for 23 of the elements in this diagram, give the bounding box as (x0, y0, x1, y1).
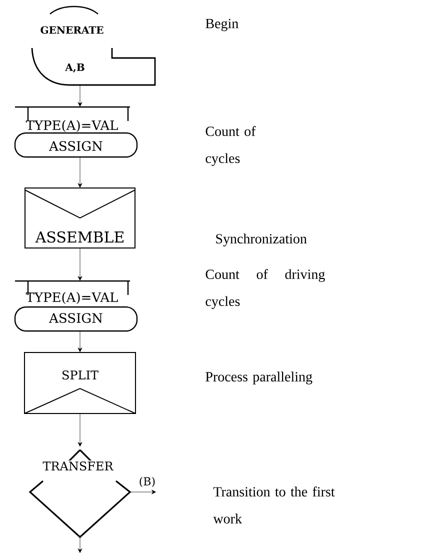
edge-label: (B) (138, 476, 157, 488)
generate-block: GENERATE A,B (31, 6, 156, 86)
arrow (130, 490, 156, 494)
arrow (78, 331, 82, 352)
transfer-block: TRANSFER (28, 449, 132, 538)
arrow (78, 85, 82, 107)
description-text: Count of cycles (206, 126, 256, 166)
description-text: Process paralleling (206, 372, 312, 384)
split-block: SPLIT (24, 352, 136, 414)
node-label: TYPE(A)=VAL (26, 120, 118, 132)
node-label: TYPE(A)=VAL (26, 292, 118, 304)
assign-block: TYPE(A)=VAL ASSIGN (14, 280, 138, 332)
description-text: Begin (206, 18, 238, 32)
arrow (78, 248, 82, 281)
description-text: Synchronization (216, 234, 307, 246)
description-text: Transition to the first work (213, 486, 335, 524)
arrow (78, 414, 82, 447)
arrow (78, 537, 82, 553)
assemble-block: ASSEMBLE (24, 188, 136, 248)
node-label: TRANSFER (42, 461, 114, 471)
arrow (78, 157, 82, 188)
assign-block: TYPE(A)=VAL ASSIGN (14, 106, 138, 158)
description-text: Count of driving cycles (206, 269, 325, 309)
